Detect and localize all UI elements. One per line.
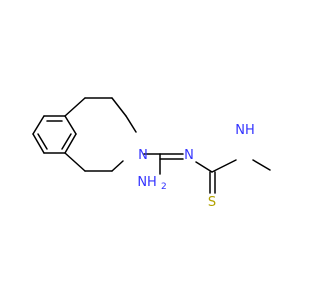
bond (211, 159, 237, 173)
bond (111, 160, 124, 172)
imine-nitrogen-label: N (184, 148, 194, 163)
benzene-ring (32, 115, 77, 154)
bond (64, 97, 86, 117)
bond (64, 115, 77, 135)
bond (195, 161, 213, 173)
structure-canvas: N N NH 2 NH S (32, 97, 271, 210)
nh-methyl-label: NH (235, 123, 255, 138)
bond (64, 133, 77, 154)
bond (252, 159, 271, 171)
bond (64, 152, 86, 172)
molecule-drawing: N N NH 2 NH S (32, 97, 271, 210)
bond (125, 115, 137, 133)
side-chain (143, 153, 271, 194)
amino-nh2-label: NH 2 (137, 175, 166, 192)
sulfur-label: S (208, 195, 216, 210)
bond (32, 133, 45, 154)
bond (32, 115, 45, 135)
bond (111, 97, 127, 117)
piperidine-ring (64, 97, 137, 172)
ring-nitrogen-label: N (138, 148, 148, 163)
double-bond-inner (37, 133, 48, 150)
amino-subscript: 2 (161, 182, 167, 192)
double-bond-inner (61, 133, 72, 150)
amino-nh-text: NH (137, 175, 157, 190)
